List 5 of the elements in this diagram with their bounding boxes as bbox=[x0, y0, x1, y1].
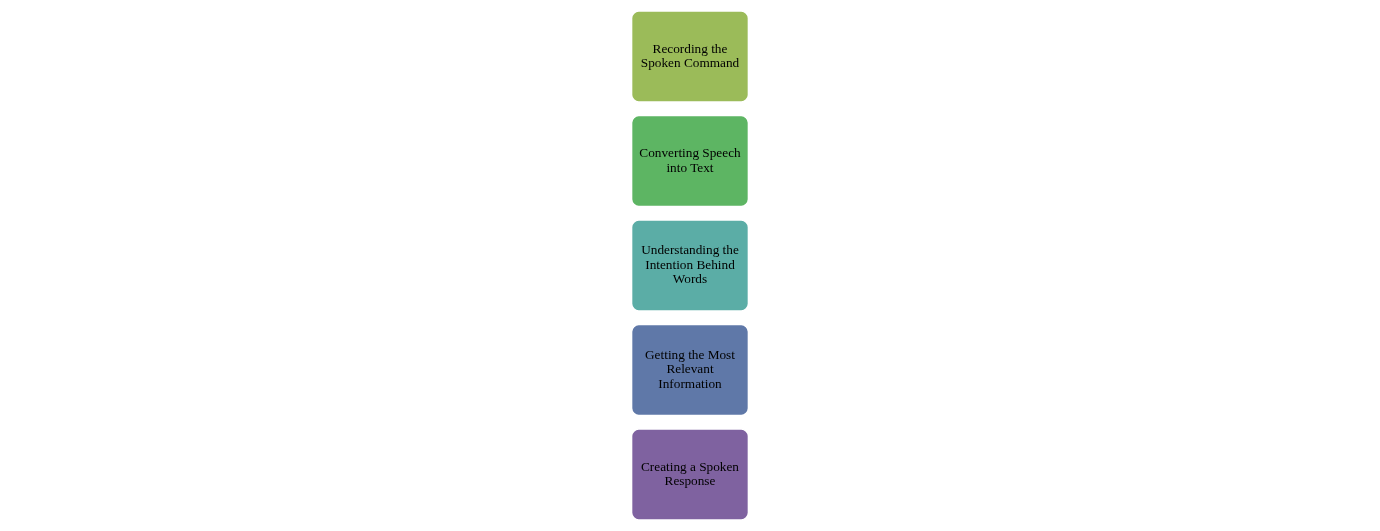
node-box: Creating a Spoken Response bbox=[630, 427, 750, 521]
node-box: Getting the Most Relevant Information bbox=[630, 323, 750, 417]
node-box: Recording the Spoken Command bbox=[630, 10, 750, 104]
node-box: Understanding the Intention Behind Words bbox=[630, 219, 750, 312]
node-box: Converting Speech into Text bbox=[630, 114, 750, 208]
